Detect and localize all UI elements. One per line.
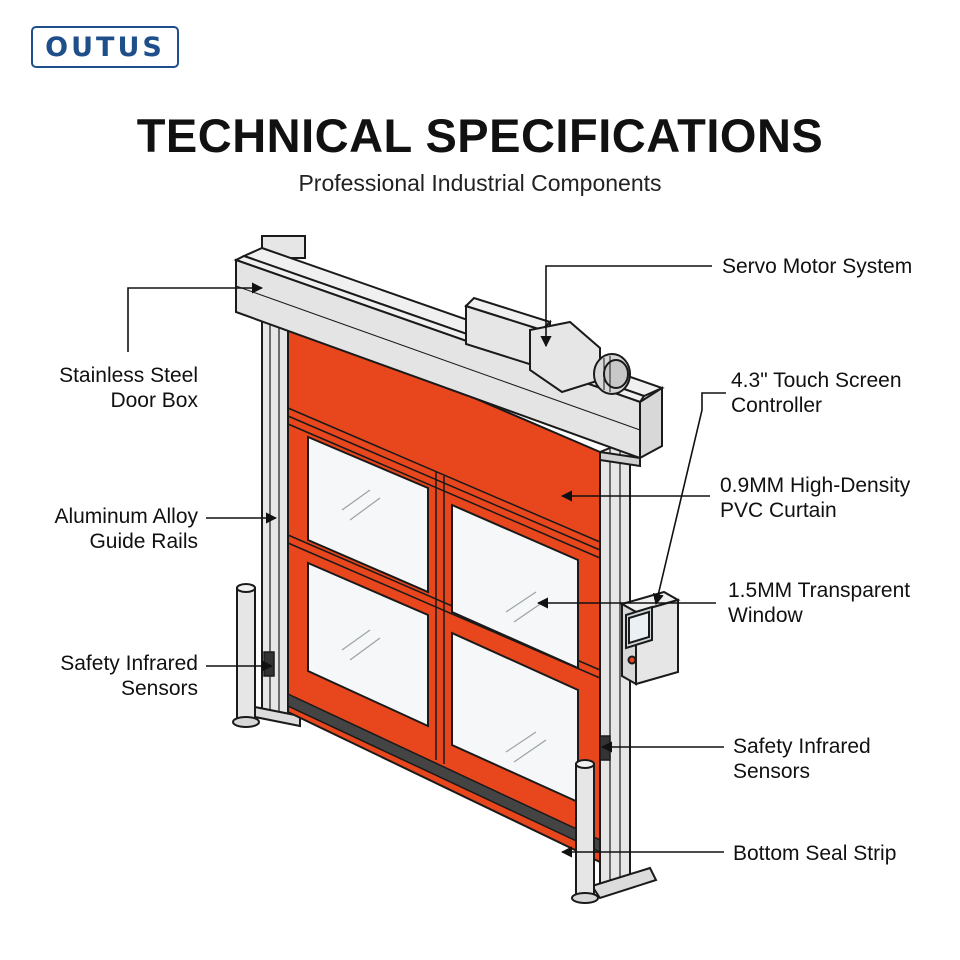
callout-sensors-right: Safety Infrared Sensors bbox=[733, 735, 871, 783]
callout-servo-motor: Servo Motor System bbox=[722, 255, 913, 278]
callout-guide-rails: Aluminum Alloy Guide Rails bbox=[54, 505, 198, 553]
callout-door-box: Stainless Steel Door Box bbox=[59, 364, 198, 412]
page-title: TECHNICAL SPECIFICATIONS bbox=[136, 109, 824, 162]
left-safety-bollard bbox=[232, 583, 260, 728]
right-safety-bollard bbox=[571, 759, 599, 904]
callout-window: 1.5MM Transparent Window bbox=[728, 579, 911, 627]
page-subtitle: Professional Industrial Components bbox=[298, 170, 662, 196]
brand-logo-text: OUTUS bbox=[45, 31, 165, 63]
servo-motor bbox=[464, 296, 631, 395]
left-guide-rail bbox=[249, 288, 301, 728]
transparent-windows bbox=[307, 435, 579, 804]
callout-touch-screen: 4.3" Touch Screen Controller bbox=[731, 369, 902, 417]
callout-sensors-left: Safety Infrared Sensors bbox=[60, 652, 198, 700]
touch-screen-controller bbox=[619, 590, 681, 686]
callout-pvc-curtain: 0.9MM High-Density PVC Curtain bbox=[720, 474, 911, 522]
brand-logo: OUTUS bbox=[31, 26, 179, 68]
callout-bottom-seal: Bottom Seal Strip bbox=[733, 842, 897, 865]
callout-leader-lines bbox=[127, 265, 726, 858]
